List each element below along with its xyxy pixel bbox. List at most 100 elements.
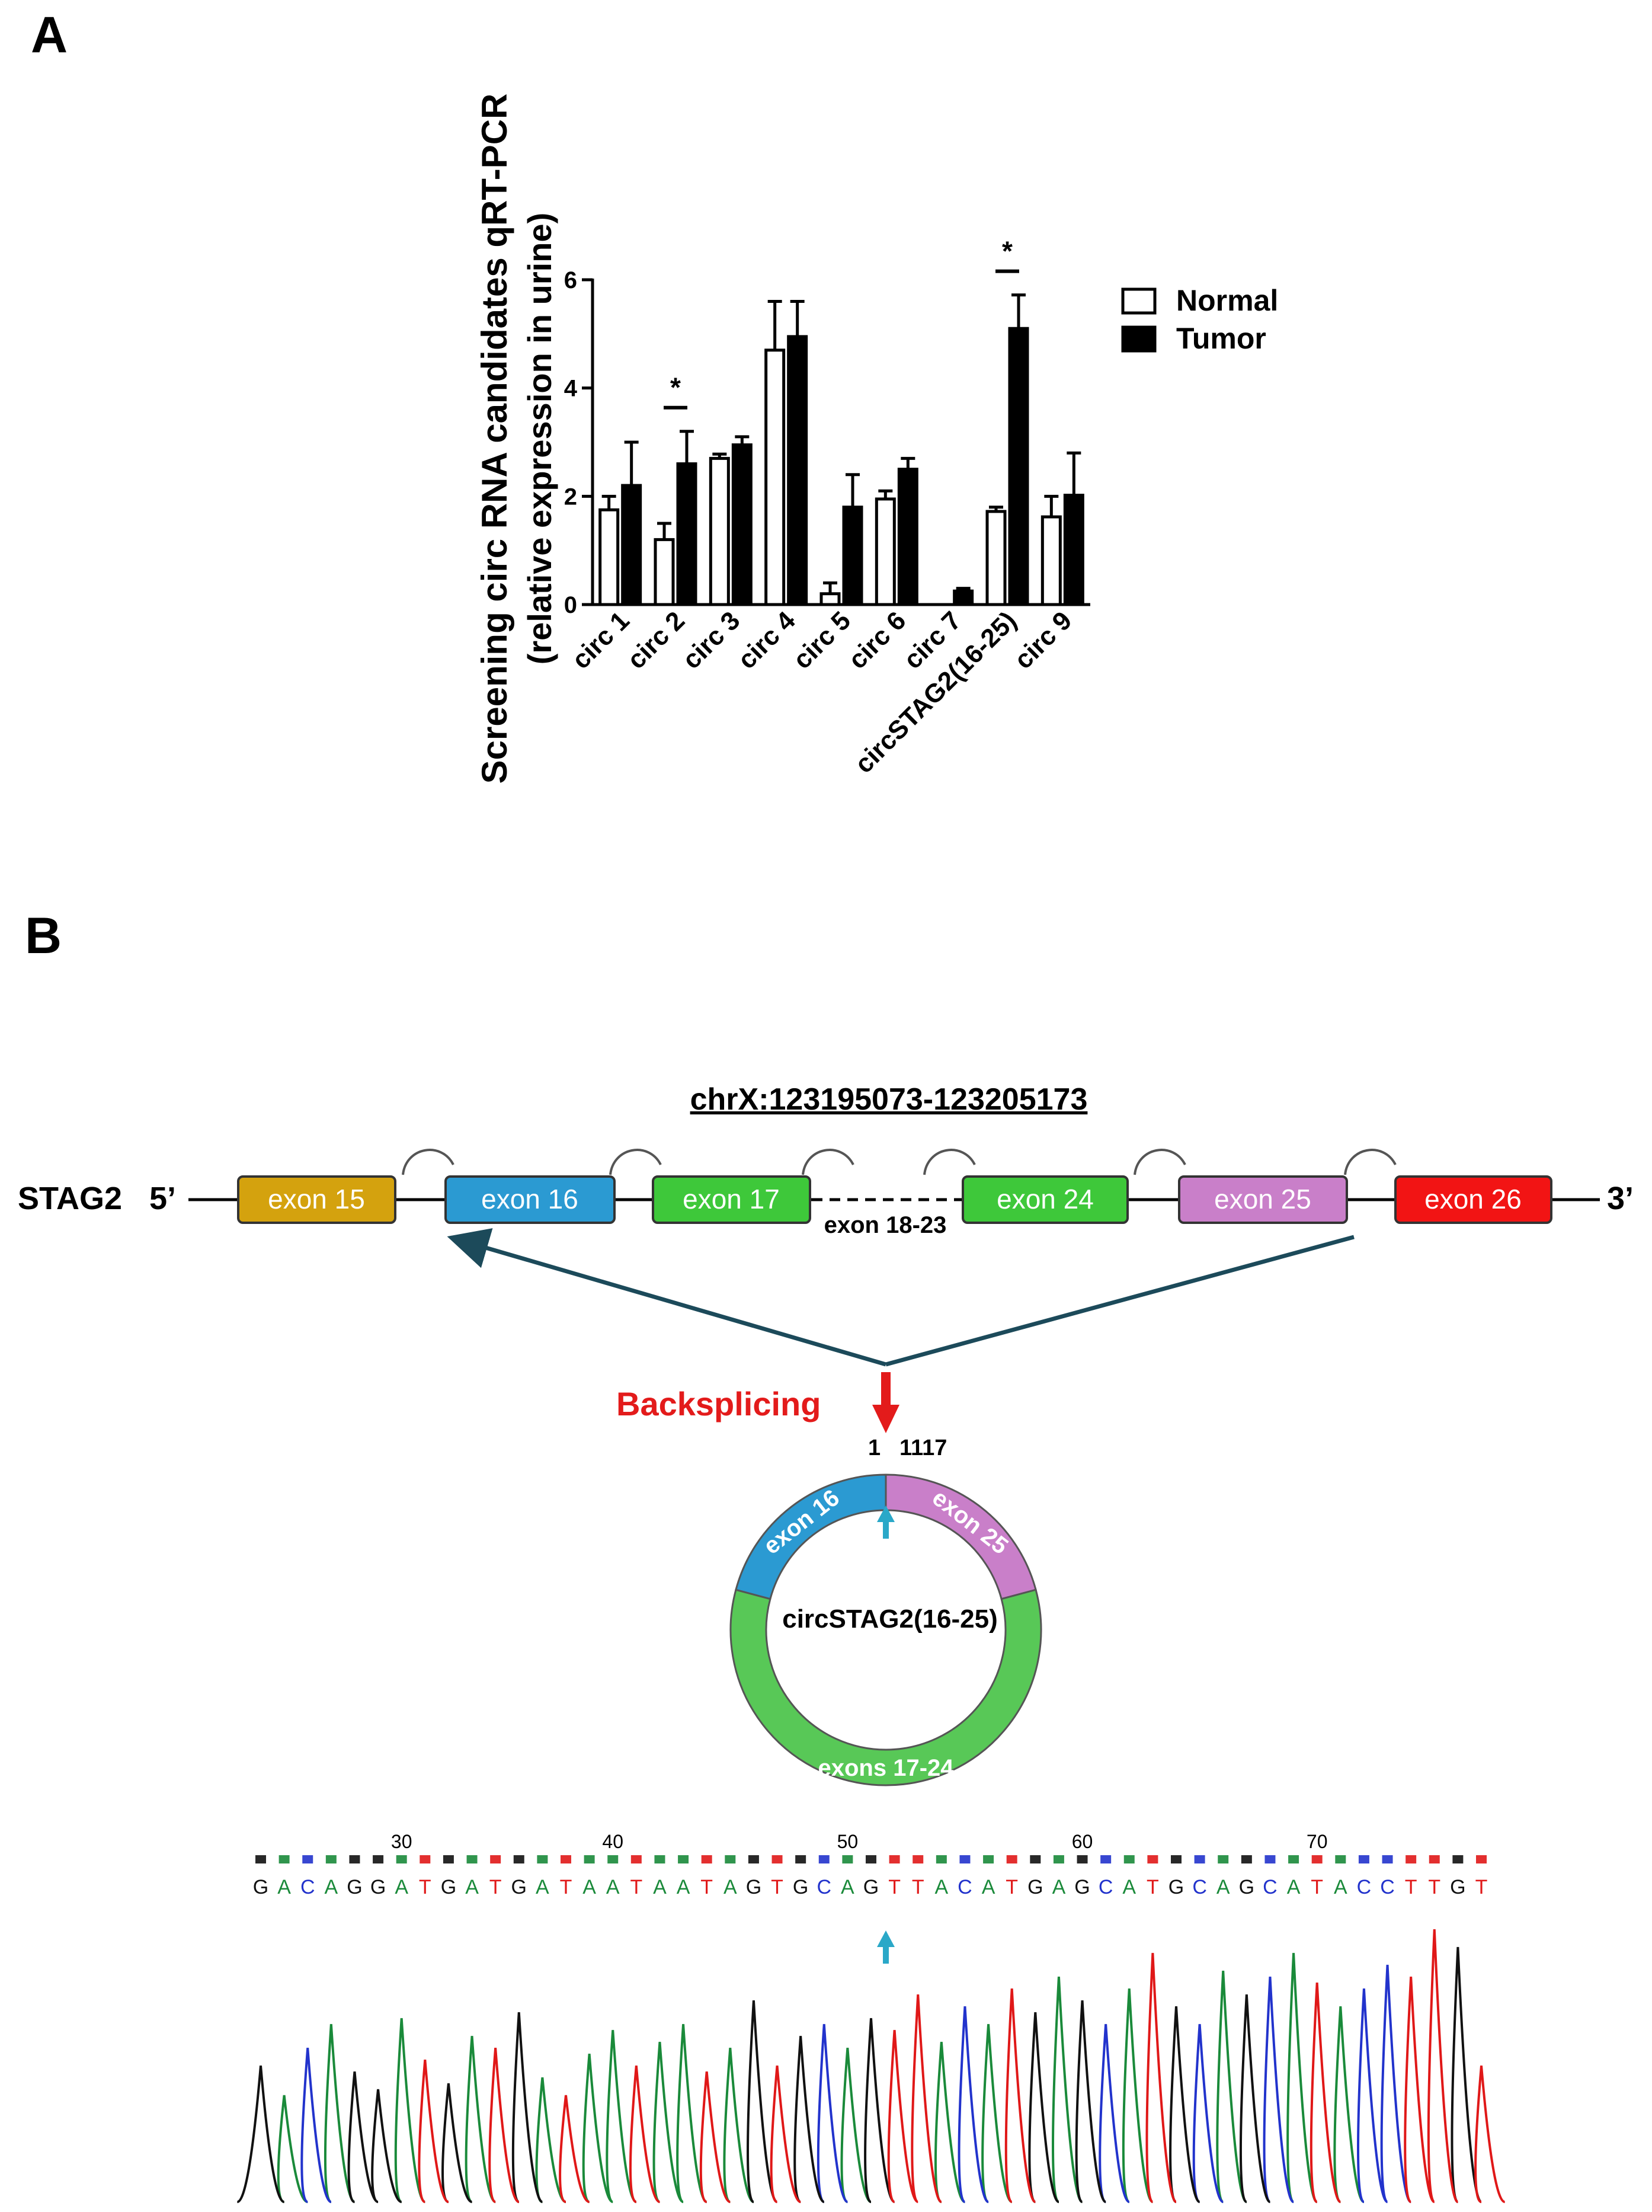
splice-arrow-icon	[802, 1149, 854, 1175]
quality-mark	[1006, 1855, 1017, 1863]
base-call: A	[677, 1876, 690, 1898]
teal-up-arrow-icon	[877, 1930, 895, 1964]
gene-diagram: chrX:123195073-123205173 STAG2 5’ 3’ exo…	[18, 1082, 1634, 1786]
splice-arrow-icon	[609, 1149, 662, 1175]
base-call: A	[582, 1876, 596, 1898]
quality-mark	[396, 1855, 407, 1863]
bar-tumor	[953, 589, 974, 606]
base-call: C	[1263, 1876, 1278, 1898]
bar-chart: Screening circ RNA candidates qRT-PCR (r…	[475, 94, 1278, 784]
base-call: A	[325, 1876, 338, 1898]
base-call: A	[935, 1876, 949, 1898]
ring-segment-exon25	[885, 1473, 1037, 1600]
panel-label-b: B	[25, 907, 62, 964]
exon-24-box: exon 24	[962, 1175, 1129, 1224]
exon-16-label: exon 16	[481, 1184, 578, 1214]
splice-arrow-icon	[1344, 1149, 1397, 1175]
base-call: T	[1006, 1876, 1018, 1898]
circle-center-label: circSTAG2(16-25)	[782, 1604, 998, 1634]
base-call: A	[465, 1876, 479, 1898]
base-call: G	[1239, 1876, 1254, 1898]
x-tick-label: circ 6	[843, 606, 911, 675]
base-call: A	[395, 1876, 408, 1898]
genomic-coordinate: chrX:123195073-123205173	[690, 1082, 1088, 1117]
bar-tumor	[676, 462, 697, 606]
y-axis-label-line2: (relative expression in urine)	[521, 213, 558, 664]
base-call: T	[1311, 1876, 1323, 1898]
exon-26-box: exon 26	[1394, 1175, 1552, 1224]
base-call: T	[1475, 1876, 1488, 1898]
backsplicing-label: Backsplicing	[616, 1385, 821, 1423]
quality-mark	[1288, 1855, 1299, 1863]
base-call: T	[1147, 1876, 1159, 1898]
quality-mark	[913, 1855, 924, 1863]
quality-mark	[1171, 1855, 1182, 1863]
exon-15-box: exon 15	[237, 1175, 396, 1224]
base-call: G	[347, 1876, 362, 1898]
bar-tumor	[1008, 327, 1029, 606]
significance-star: *	[670, 372, 681, 403]
position-start: 1	[868, 1436, 881, 1460]
bar-normal	[709, 456, 730, 606]
y-tick-label: 2	[564, 484, 577, 510]
exon-17-box: exon 17	[652, 1175, 811, 1224]
bar-normal	[985, 510, 1007, 606]
base-call: A	[606, 1876, 620, 1898]
quality-mark	[959, 1855, 971, 1863]
quality-mark	[1053, 1855, 1064, 1863]
quality-mark	[1123, 1855, 1135, 1863]
quality-mark	[561, 1855, 571, 1863]
position-end: 1117	[899, 1436, 947, 1460]
backsplice-line-right	[885, 1235, 1355, 1367]
y-tick-label: 6	[564, 267, 577, 293]
quality-mark	[607, 1855, 619, 1863]
quality-mark	[748, 1855, 759, 1863]
base-call: C	[300, 1876, 315, 1898]
quality-mark	[1358, 1855, 1369, 1863]
sequence-tick: 50	[837, 1831, 859, 1852]
ring-segment-exon16	[735, 1473, 887, 1600]
base-call: T	[560, 1876, 572, 1898]
sequence-tick: 40	[602, 1831, 623, 1852]
x-tick-label: circ 5	[787, 606, 856, 675]
base-call: C	[958, 1876, 972, 1898]
y-axis-label-line1: Screening circ RNA candidates qRT-PCR	[475, 94, 514, 784]
bar-tumor	[621, 484, 642, 606]
splice-arrows	[402, 1149, 1397, 1175]
base-call: G	[793, 1876, 808, 1898]
quality-mark	[373, 1855, 384, 1863]
quality-mark	[537, 1855, 548, 1863]
quality-mark	[842, 1855, 853, 1863]
quality-mark	[325, 1855, 337, 1863]
quality-mark	[701, 1855, 712, 1863]
bar-normal	[598, 508, 620, 606]
quality-mark	[889, 1855, 900, 1863]
base-call: G	[370, 1876, 386, 1898]
quality-mark	[1452, 1855, 1464, 1863]
base-call: G	[863, 1876, 879, 1898]
quality-mark	[420, 1855, 431, 1863]
three-prime-label: 3’	[1607, 1181, 1634, 1216]
backsplice-line-left	[447, 1228, 886, 1367]
exon-24-label: exon 24	[997, 1184, 1094, 1214]
quality-mark	[1241, 1855, 1252, 1863]
bar-tumor	[1063, 494, 1084, 606]
quality-mark	[795, 1855, 806, 1863]
base-call: G	[441, 1876, 456, 1898]
quality-mark	[1030, 1855, 1041, 1863]
x-tick-label: circ 2	[622, 606, 690, 675]
exon-16-box: exon 16	[444, 1175, 616, 1224]
quality-mark	[1218, 1855, 1229, 1863]
quality-mark	[1077, 1855, 1088, 1863]
legend-label-tumor: Tumor	[1176, 322, 1266, 355]
sequence-tick: 30	[391, 1831, 412, 1852]
trace-T	[418, 1929, 1506, 2203]
legend: Normal Tumor	[1121, 284, 1278, 355]
quality-mark	[818, 1855, 830, 1863]
exon-25-box: exon 25	[1178, 1175, 1348, 1224]
exon-17-label: exon 17	[683, 1184, 780, 1214]
quality-mark	[278, 1855, 290, 1863]
quality-mark	[466, 1855, 478, 1863]
quality-mark	[1194, 1855, 1205, 1863]
